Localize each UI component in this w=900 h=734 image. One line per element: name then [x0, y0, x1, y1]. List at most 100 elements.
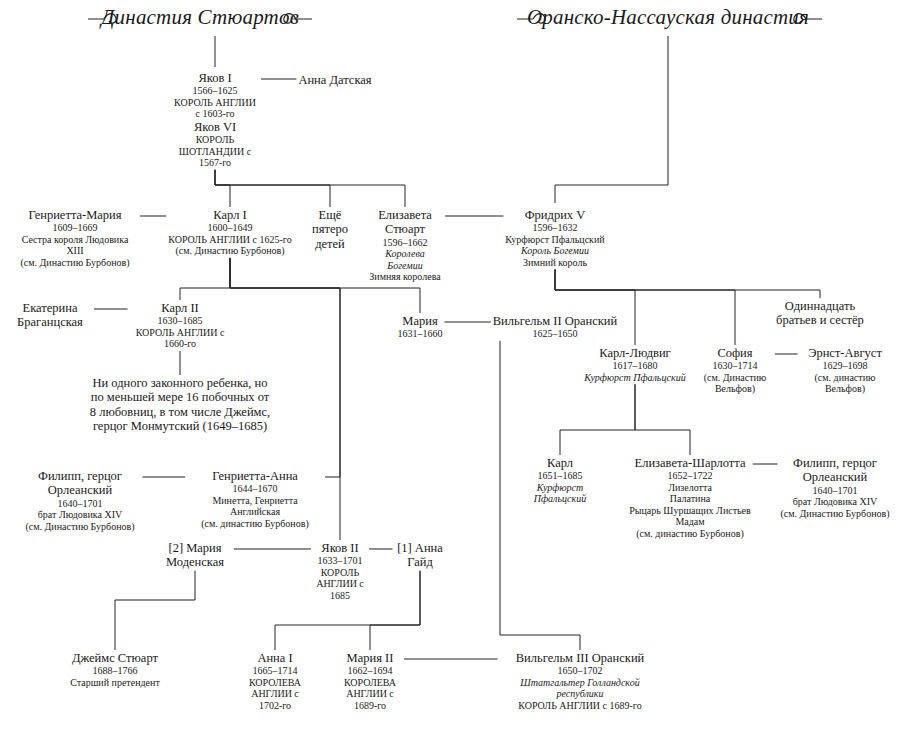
person-detail: 1596–1632 — [505, 222, 604, 234]
family-link — [143, 477, 186, 478]
person-name: Яков II — [313, 541, 367, 555]
person-detail: (см. Династию Бурбонов) — [168, 245, 291, 257]
family-link — [775, 354, 798, 355]
person-detail: 1617–1680 — [584, 360, 685, 372]
person-detail: брат Людовика XIV — [780, 496, 891, 508]
family-link — [555, 269, 735, 345]
person-name: София — [697, 346, 773, 360]
person-detail: Курфюрст Пфальцский — [505, 234, 604, 246]
person-entry: Филипп, герцог Орлеанский1640–1701брат Л… — [18, 468, 143, 533]
person-entry: Вильгельм II Оранский1625–1650 — [491, 313, 619, 341]
family-link — [215, 170, 230, 207]
person-name: Фридрих V — [505, 208, 604, 222]
person-name: Вильгельм III Оранский — [500, 651, 661, 665]
family-link — [261, 79, 296, 80]
person-detail: 1688–1766 — [70, 665, 160, 677]
person-detail: (см. династию Бурбонов) — [629, 528, 751, 540]
person-entry: Ещё пятеро детей — [304, 207, 356, 252]
person-detail: 1629–1698 — [800, 360, 891, 372]
person-detail: КОРОЛЬ АНГЛИИ с 1685 — [313, 567, 367, 602]
person-detail: Штатгальтер Голландской республики — [500, 677, 661, 700]
person-name: Генриетта-Анна — [187, 469, 323, 483]
family-link — [215, 170, 405, 207]
person-detail: 1625–1650 — [493, 328, 617, 340]
person-detail: (см. Династию Бурбонов) — [12, 257, 138, 269]
person-name: Филипп, герцог Орлеанский — [780, 456, 891, 485]
person-name: [1] Анна Гайд — [395, 541, 446, 570]
person-detail: КОРОЛЬ АНГЛИИ с 1689-го — [500, 700, 661, 712]
person-detail: (см. Династию Бурбонов) — [780, 508, 891, 520]
person-entry: Вильгельм III Оранский1650–1702Штатгальт… — [498, 650, 663, 712]
person-detail: 1630–1685 — [130, 315, 231, 327]
family-link — [234, 549, 311, 550]
person-entry: Елизавета-Шарлотта1652–1722ЛизелоттаПала… — [627, 455, 753, 540]
person-entry: София1630–1714(см. Династию Вельфов) — [695, 345, 775, 396]
person-entry: Карл I1600–1649КОРОЛЬ АНГЛИИ с 1625-го(с… — [166, 207, 293, 258]
person-detail: (см. династию Бурбонов) — [187, 518, 323, 530]
person-entry: Екатерина Браганцская — [6, 300, 94, 331]
person-detail: 1566–1625 — [171, 85, 259, 97]
person-detail: КОРОЛЬ ШОТЛАНДИИ с 1567-го — [171, 134, 259, 169]
person-detail: (см. Династию Вельфов) — [697, 372, 773, 395]
person-detail: 1650–1702 — [500, 665, 661, 677]
person-name: Ещё пятеро детей — [306, 208, 354, 251]
family-link — [404, 659, 498, 660]
family-link — [140, 216, 166, 217]
person-name: Генриетта-Мария — [12, 208, 138, 222]
family-link — [445, 322, 491, 323]
person-name: Яков I — [171, 71, 259, 85]
family-link — [180, 351, 181, 375]
person-detail: Курфюрст Пфальцский — [510, 482, 611, 505]
dynasty-heading: Оранско-Нассауская династия — [527, 5, 809, 30]
person-name: Джеймс Стюарт — [70, 651, 160, 665]
dynasty-heading: Династия Стюартов — [101, 5, 299, 30]
person-detail: Старший претендент — [70, 677, 160, 689]
person-detail: КОРОЛЕВА АНГЛИИ с 1702-го — [243, 677, 307, 712]
person-entry: Генриетта-Анна1644–1670Минетта, Генриетт… — [185, 468, 325, 530]
person-entry: Яков I1566–1625КОРОЛЬ АНГЛИИ с 1603-гоЯк… — [169, 70, 261, 170]
person-detail: Рыцарь Шуршащих Листьев — [629, 505, 751, 517]
person-detail: Зимний король — [505, 257, 604, 269]
person-entry: Карл1651–1685Курфюрст Пфальцский — [508, 455, 613, 506]
person-name: Одиннадцать братьев и сестёр — [765, 299, 876, 328]
person-detail: КОРОЛЕВА АНГЛИИ с 1689-го — [338, 677, 402, 712]
person-detail: 1652–1722 — [629, 470, 751, 482]
person-detail: брат Людовика XIV — [20, 509, 141, 521]
person-name: Карл-Людвиг — [584, 346, 685, 360]
person-name: Мария — [398, 314, 443, 328]
person-detail: 1644–1670 — [187, 483, 323, 495]
person-entry: Одиннадцать братьев и сестёр — [763, 298, 878, 329]
person-name: [2] Мария Моденская — [158, 541, 232, 570]
person-name: Анна Датская — [298, 73, 371, 87]
person-entry: Филипп, герцог Орлеанский1640–1701брат Л… — [778, 455, 893, 520]
person-name: Карл — [510, 456, 611, 470]
person-detail: Зимняя королева — [367, 271, 443, 283]
family-link — [555, 269, 820, 298]
person-detail: 1665–1714 — [243, 665, 307, 677]
person-entry: Яков II1633–1701КОРОЛЬ АНГЛИИ с 1685 — [311, 540, 369, 602]
person-detail: 1630–1714 — [697, 360, 773, 372]
person-name: Мария II — [338, 651, 402, 665]
person-name: Эрнст-Август — [800, 346, 891, 360]
person-name: Карл I — [168, 208, 291, 222]
person-detail: 1640–1701 — [780, 485, 891, 497]
family-link — [115, 571, 195, 650]
person-detail: КОРОЛЬ АНГЛИИ с 1603-го — [171, 97, 259, 120]
person-name: Карл II — [130, 301, 231, 315]
person-detail: (см. династию Вельфов) — [800, 372, 891, 395]
person-name: Елизавета Стюарт — [367, 208, 443, 237]
person-entry: Мария1631–1660 — [396, 313, 445, 341]
person-detail: 1651–1685 — [510, 470, 611, 482]
person-detail: 1609–1669 — [12, 222, 138, 234]
person-name: Екатерина Браганцская — [8, 301, 92, 330]
family-link — [753, 464, 778, 465]
person-entry: Генриетта-Мария1609–1669Сестра короля Лю… — [10, 207, 140, 269]
person-detail: Лизелотта — [629, 482, 751, 494]
person-detail: Яков VI — [171, 120, 259, 134]
person-detail: Сестра короля Людовика XIII — [12, 234, 138, 257]
person-detail: 1596–1662 — [367, 237, 443, 249]
family-link — [370, 571, 420, 650]
